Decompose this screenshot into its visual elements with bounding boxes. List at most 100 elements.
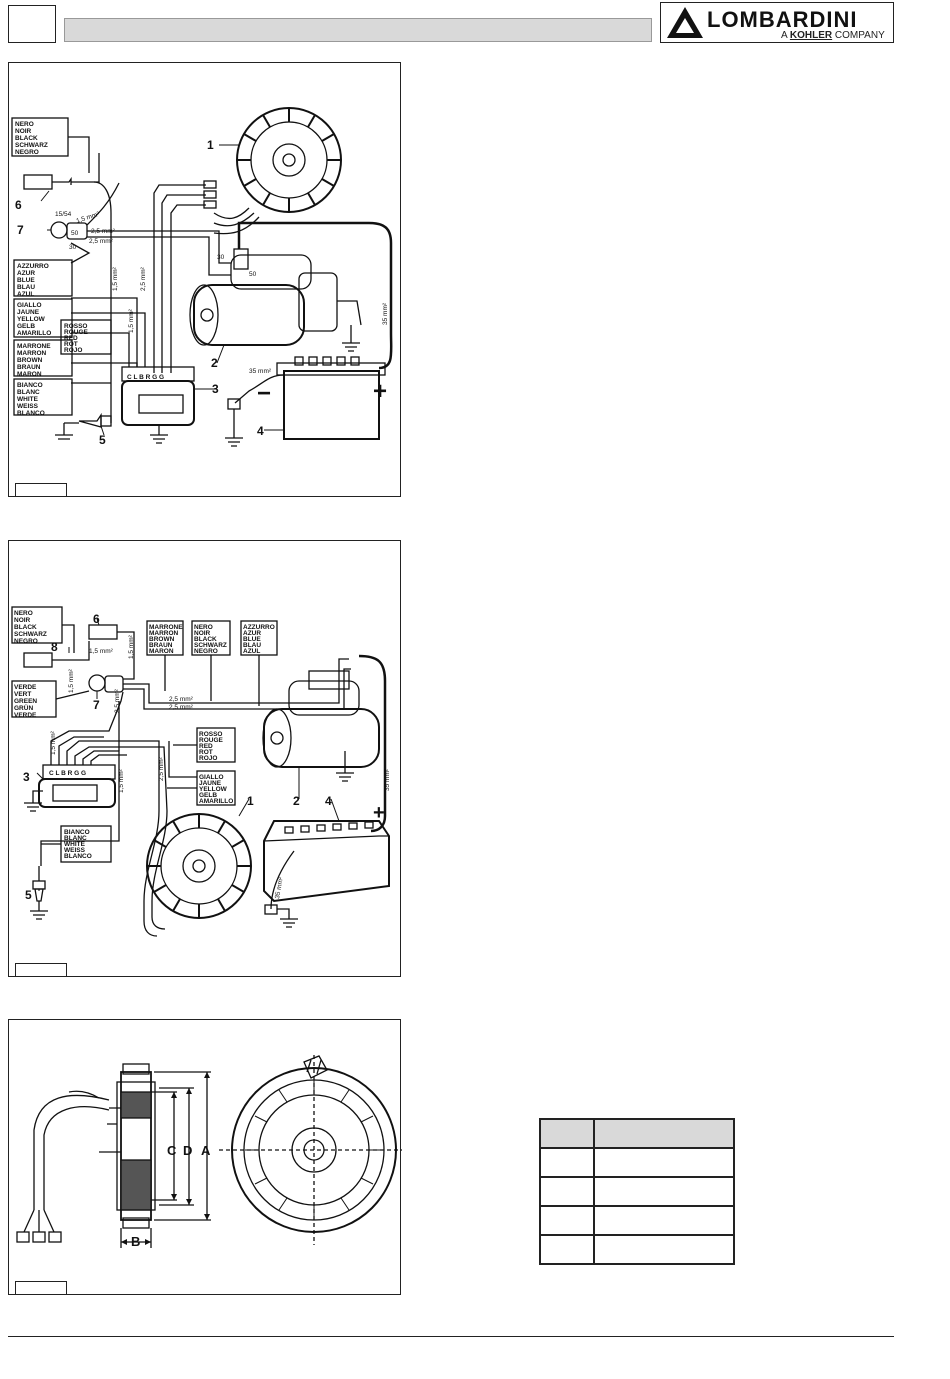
wire-size-label: 2,5 mm²	[158, 756, 165, 781]
label-text: BROWN	[149, 636, 175, 643]
label-text: BRAUN	[17, 364, 41, 371]
callout-7: 7	[93, 698, 100, 712]
callout-3: 3	[23, 770, 30, 784]
label-text: RED	[199, 743, 213, 750]
callout-1: 1	[247, 794, 254, 808]
figure-wiring-diagram-2: NERO NOIR BLACK SCHWARZ NEGRO MARRONE MA…	[8, 540, 401, 977]
label-text: MARRONE	[17, 343, 51, 350]
wire-size-label: 2,5 mm²	[89, 238, 114, 245]
table-cell	[593, 1234, 735, 1265]
label-text: BLANC	[17, 389, 40, 396]
table-header-row	[539, 1118, 735, 1149]
label-text: MARON	[149, 648, 174, 655]
wire-size-label: 2,5 mm²	[140, 266, 147, 291]
battery-minus: −	[257, 380, 271, 407]
wiring-diagram-2: NERO NOIR BLACK SCHWARZ NEGRO MARRONE MA…	[11, 606, 391, 937]
wire-size-label: 2,5 mm²	[169, 696, 194, 703]
callout-1: 1	[207, 138, 214, 152]
label-text: NERO	[194, 624, 213, 631]
label-text: VERDE	[14, 684, 37, 691]
label-text: BIANCO	[17, 382, 43, 389]
wire-size-label: 35 mm²	[249, 368, 272, 375]
label-text: ROUGE	[199, 737, 224, 744]
label-text: AZUL	[17, 291, 34, 298]
label-text: VERDE	[14, 712, 37, 719]
wire-size-label: 1,5 mm²	[68, 668, 75, 693]
figure-wiring-diagram-1: NERO NOIR BLACK SCHWARZ NEGRO AZZURRO AZ…	[8, 62, 401, 497]
dimension-label-a: A	[201, 1143, 211, 1158]
callout-8: 8	[51, 640, 58, 654]
wire-size-label: 2,5 mm²	[114, 688, 121, 713]
label-text: BLUE	[243, 636, 261, 643]
label-text: ROT	[64, 341, 78, 348]
label-text: GIALLO	[17, 302, 42, 309]
table-cell	[539, 1118, 595, 1149]
logo-triangle-icon	[667, 7, 703, 38]
label-text: GRÜN	[14, 703, 33, 712]
header-bar	[64, 18, 652, 42]
callout-5: 5	[25, 888, 32, 902]
figure-label-box	[15, 963, 67, 977]
label-text: WHITE	[17, 396, 39, 403]
label-text: GELB	[17, 323, 35, 330]
label-text: BLAU	[17, 284, 35, 291]
label-text: BLANCO	[64, 853, 92, 860]
label-text: BLACK	[14, 624, 37, 631]
table-cell	[593, 1205, 735, 1236]
terminal-label: 30	[217, 254, 225, 261]
brand-name: LOMBARDINI	[707, 7, 858, 32]
label-text: BRAUN	[149, 642, 173, 649]
dimension-table	[539, 1118, 735, 1265]
figure-label-box	[15, 1281, 67, 1295]
label-text: NEGRO	[15, 149, 39, 156]
table-row	[539, 1147, 735, 1178]
wire-size-label: 1,5 mm²	[128, 308, 135, 333]
table-cell	[539, 1147, 595, 1178]
terminal-label: 50	[249, 271, 257, 278]
terminal-label: 50	[71, 230, 79, 237]
label-text: BLANCO	[17, 410, 45, 417]
wire-size-label: 1,5 mm²	[128, 634, 135, 659]
label-text: YELLOW	[199, 786, 228, 793]
callout-2: 2	[211, 356, 218, 370]
wire-size-label: 1,5 mm²	[112, 266, 119, 291]
label-text: MARRON	[17, 350, 47, 357]
label-text: BLACK	[15, 135, 38, 142]
label-text: NEGRO	[14, 638, 38, 645]
dimension-label-d: D	[183, 1143, 192, 1158]
dimension-label-c: C	[167, 1143, 177, 1158]
label-text: NERO	[15, 121, 34, 128]
callout-5: 5	[99, 433, 106, 447]
wire-size-label: 2,5 mm²	[91, 228, 116, 235]
label-text: BLANC	[64, 835, 87, 842]
label-text: JAUNE	[17, 309, 40, 316]
wire-size-label: 35 mm²	[274, 876, 285, 900]
callout-3: 3	[212, 382, 219, 396]
label-text: ROSSO	[64, 323, 87, 330]
callout-6: 6	[15, 198, 22, 212]
wire-size-label: 35 mm²	[384, 768, 391, 791]
table-cell	[593, 1147, 735, 1178]
dimension-label-b: B	[131, 1234, 140, 1249]
label-text: AMARILLO	[199, 798, 233, 805]
callout-2: 2	[293, 794, 300, 808]
label-text: ROJO	[199, 755, 217, 762]
wire-size-label: 1,5 mm²	[89, 648, 114, 655]
label-text: SCHWARZ	[194, 642, 227, 649]
label-text: BLACK	[194, 636, 217, 643]
label-text: AZUR	[17, 270, 35, 277]
label-text: NEGRO	[194, 648, 218, 655]
label-text: SCHWARZ	[14, 631, 47, 638]
label-text: NERO	[14, 610, 33, 617]
table-cell	[539, 1234, 595, 1265]
wiring-diagram-1: NERO NOIR BLACK SCHWARZ NEGRO AZZURRO AZ…	[11, 107, 393, 447]
wire-size-label: 1,5 mm²	[118, 768, 125, 793]
table-row	[539, 1205, 735, 1236]
table-row	[539, 1234, 735, 1265]
page-number-box	[8, 5, 56, 43]
wire-size-label: 1,5 mm²	[50, 730, 57, 755]
label-text: WHITE	[64, 841, 86, 848]
callout-4: 4	[325, 794, 332, 808]
label-text: BLAU	[243, 642, 261, 649]
label-text: YELLOW	[17, 316, 46, 323]
